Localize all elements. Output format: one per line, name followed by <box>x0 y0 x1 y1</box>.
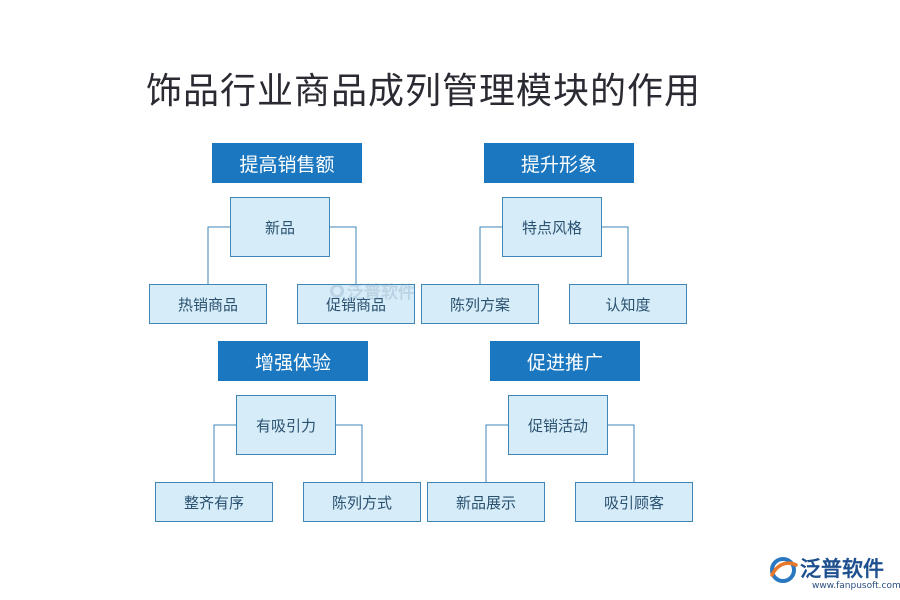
connector-line <box>213 424 236 482</box>
watermark-text: 泛普软件 <box>347 283 415 303</box>
group-header-enhance-experience: 增强体验 <box>218 341 368 381</box>
watermark-icon <box>330 283 344 298</box>
group-leaf-node: 吸引顾客 <box>575 482 693 522</box>
group-leaf-node: 新品展示 <box>427 482 545 522</box>
group-leaf-node: 热销商品 <box>149 284 267 324</box>
connector-line <box>602 226 629 284</box>
group-root-node: 促销活动 <box>508 395 608 455</box>
page-title: 饰品行业商品成列管理模块的作用 <box>146 71 702 112</box>
watermark: 泛普软件 <box>330 278 415 303</box>
group-leaf-node: 整齐有序 <box>155 482 273 522</box>
connector-line <box>608 424 635 482</box>
group-leaf-node: 陈列方式 <box>303 482 421 522</box>
group-root-node: 有吸引力 <box>236 395 336 455</box>
group-header-improve-image: 提升形象 <box>484 143 634 183</box>
connector-line <box>330 226 357 284</box>
group-leaf-node: 认知度 <box>569 284 687 324</box>
fanpu-logo-icon <box>770 557 798 583</box>
connector-line <box>485 424 508 482</box>
group-leaf-node: 促销商品 <box>297 284 415 324</box>
connector-line <box>336 424 363 482</box>
brand-name: 泛普软件 <box>800 557 884 581</box>
connector-line <box>207 226 230 284</box>
group-header-increase-sales: 提高销售额 <box>212 143 362 183</box>
group-root-node: 新品 <box>230 197 330 257</box>
group-header-promote: 促进推广 <box>490 341 640 381</box>
connector-line <box>479 226 502 284</box>
brand-url: www.fanpusoft.com <box>812 581 900 591</box>
group-root-node: 特点风格 <box>502 197 602 257</box>
group-leaf-node: 陈列方案 <box>421 284 539 324</box>
brand-logo: 泛普软件 www.fanpusoft.com <box>768 553 900 597</box>
